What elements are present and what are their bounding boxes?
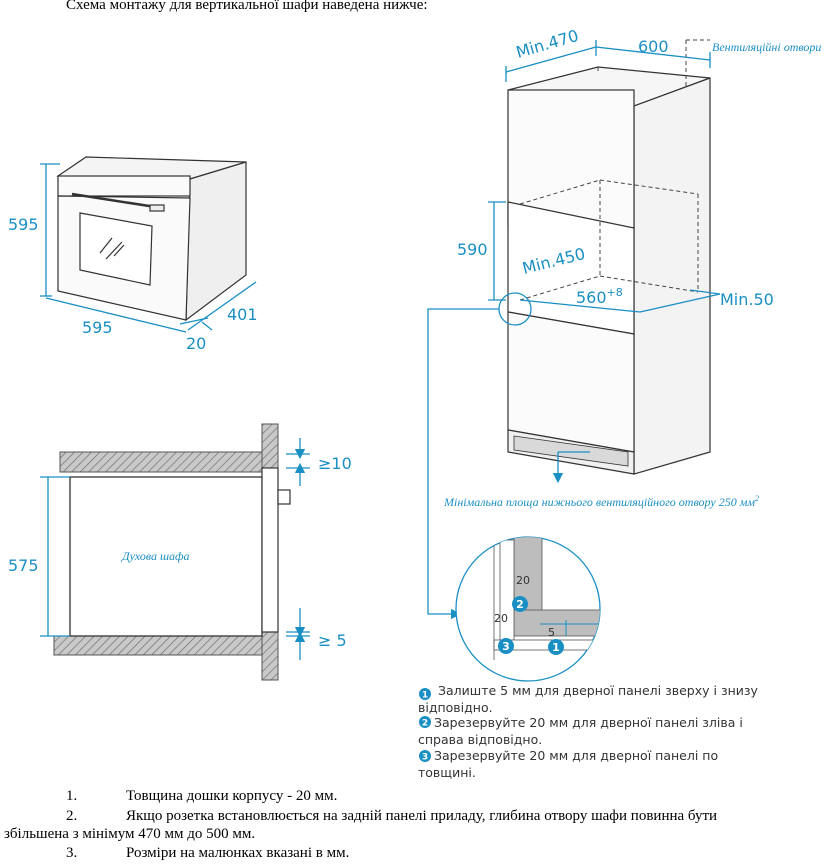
list-item-3-text: Розміри на малюнках вказані в мм.	[126, 845, 350, 861]
oven-height-label: 595	[8, 215, 39, 234]
bottom-vent-label: Мінімальна площа нижнього вентиляційного…	[443, 494, 759, 509]
svg-text:1: 1	[422, 691, 428, 701]
detail-marker-1: 1	[548, 639, 564, 655]
detail-marker-2: 2	[512, 596, 528, 612]
cabinet-width-label: 600	[638, 37, 669, 56]
list-item-1-num: 1.	[66, 788, 78, 804]
svg-text:2: 2	[516, 598, 524, 611]
section-height-label: 575	[8, 556, 39, 575]
side-section-dimensions	[40, 438, 310, 660]
svg-text:3: 3	[502, 640, 510, 653]
svg-text:3: 3	[422, 753, 428, 763]
svg-text:2: 2	[422, 719, 428, 729]
svg-text:відповідно.: відповідно.	[418, 700, 493, 715]
detail-marker-3: 3	[498, 638, 514, 654]
niche-dashed	[519, 39, 710, 301]
list-item-2-cont: збільшена з мінімум 470 мм до 500 мм.	[4, 826, 256, 842]
cabinet-dimensions	[488, 40, 721, 484]
list-item-2-text: Якщо розетка встановлюється на задній па…	[126, 808, 718, 824]
oven-panel-label: 20	[186, 334, 206, 353]
note-2: 2 Зарезервуйте 20 мм для дверної панелі …	[418, 715, 743, 747]
oven-width-label: 595	[82, 318, 113, 337]
svg-text:Залиште 5 мм для дверної панел: Залиште 5 мм для дверної панелі зверху і…	[438, 683, 759, 698]
detail-dim-20b: 20	[494, 612, 508, 625]
side-section	[53, 423, 291, 681]
oven-depth-label: 401	[227, 305, 258, 324]
svg-text:Зарезервуйте 20 мм для дверної: Зарезервуйте 20 мм для дверної панелі зл…	[434, 715, 743, 730]
niche-height-label: 590	[457, 240, 488, 259]
width-560-label: 560+8	[576, 286, 623, 307]
callout-leader	[427, 308, 499, 620]
list-item-2-num: 2.	[66, 808, 78, 824]
list-item-3-num: 3.	[66, 845, 78, 861]
page-heading: Схема монтажу для вертикальної шафи наве…	[66, 0, 428, 13]
svg-text:Зарезервуйте 20 мм для дверної: Зарезервуйте 20 мм для дверної панелі по	[434, 748, 718, 763]
cabinet-drawing	[507, 66, 711, 475]
gap-bottom-label: ≥ 5	[318, 631, 347, 650]
cabinet-min-depth-label: Min.470	[514, 26, 581, 62]
detail-dim-20a: 20	[516, 574, 530, 587]
svg-text:товщині.: товщині.	[418, 765, 476, 780]
oven-section-label: Духова шафа	[121, 549, 190, 563]
oven-dimensions	[40, 163, 257, 333]
gap-top-label: ≥10	[318, 454, 352, 473]
detail-dim-5: 5	[548, 626, 555, 639]
note-3: 3 Зарезервуйте 20 мм для дверної панелі …	[418, 748, 718, 780]
oven-drawing	[56, 156, 247, 322]
min-50-label: Min.50	[720, 290, 774, 309]
bottom-vent-opening	[513, 435, 629, 467]
svg-text:1: 1	[552, 641, 560, 654]
svg-text:справа відповідно.: справа відповідно.	[418, 732, 542, 747]
list-item-1-text: Товщина дошки корпусу - 20 мм.	[126, 788, 338, 804]
vent-openings-label: Вентиляційні отвори	[712, 40, 821, 54]
detail-circle	[455, 536, 601, 682]
note-1: 1 Залиште 5 мм для дверної панелі зверху…	[418, 683, 759, 715]
